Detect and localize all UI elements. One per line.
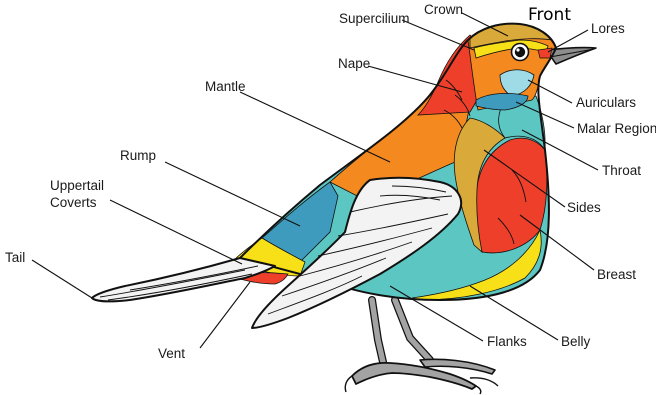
label-rump: Rump [120, 148, 156, 163]
diagram-title: Front [528, 5, 571, 25]
label-supercilium: Supercilium [339, 11, 410, 26]
label-auriculars: Auriculars [576, 95, 636, 110]
label-uppertail-coverts-line1: Uppertail [50, 178, 104, 193]
label-crown: Crown [424, 2, 463, 17]
label-lores: Lores [591, 21, 625, 36]
label-flanks: Flanks [487, 334, 527, 349]
label-uppertail-coverts-line2: Coverts [50, 195, 97, 210]
label-vent: Vent [158, 346, 185, 361]
label-mantle: Mantle [205, 79, 246, 94]
bird-body [226, 24, 596, 300]
label-tail: Tail [5, 250, 25, 265]
label-malar-region: Malar Region [577, 121, 656, 136]
label-throat: Throat [602, 163, 641, 178]
legs-and-feet [345, 300, 498, 394]
label-nape: Nape [338, 56, 370, 71]
lores-region [538, 48, 552, 58]
label-belly: Belly [561, 334, 591, 349]
label-sides: Sides [567, 200, 601, 215]
label-breast: Breast [597, 267, 636, 282]
eye [512, 44, 529, 61]
